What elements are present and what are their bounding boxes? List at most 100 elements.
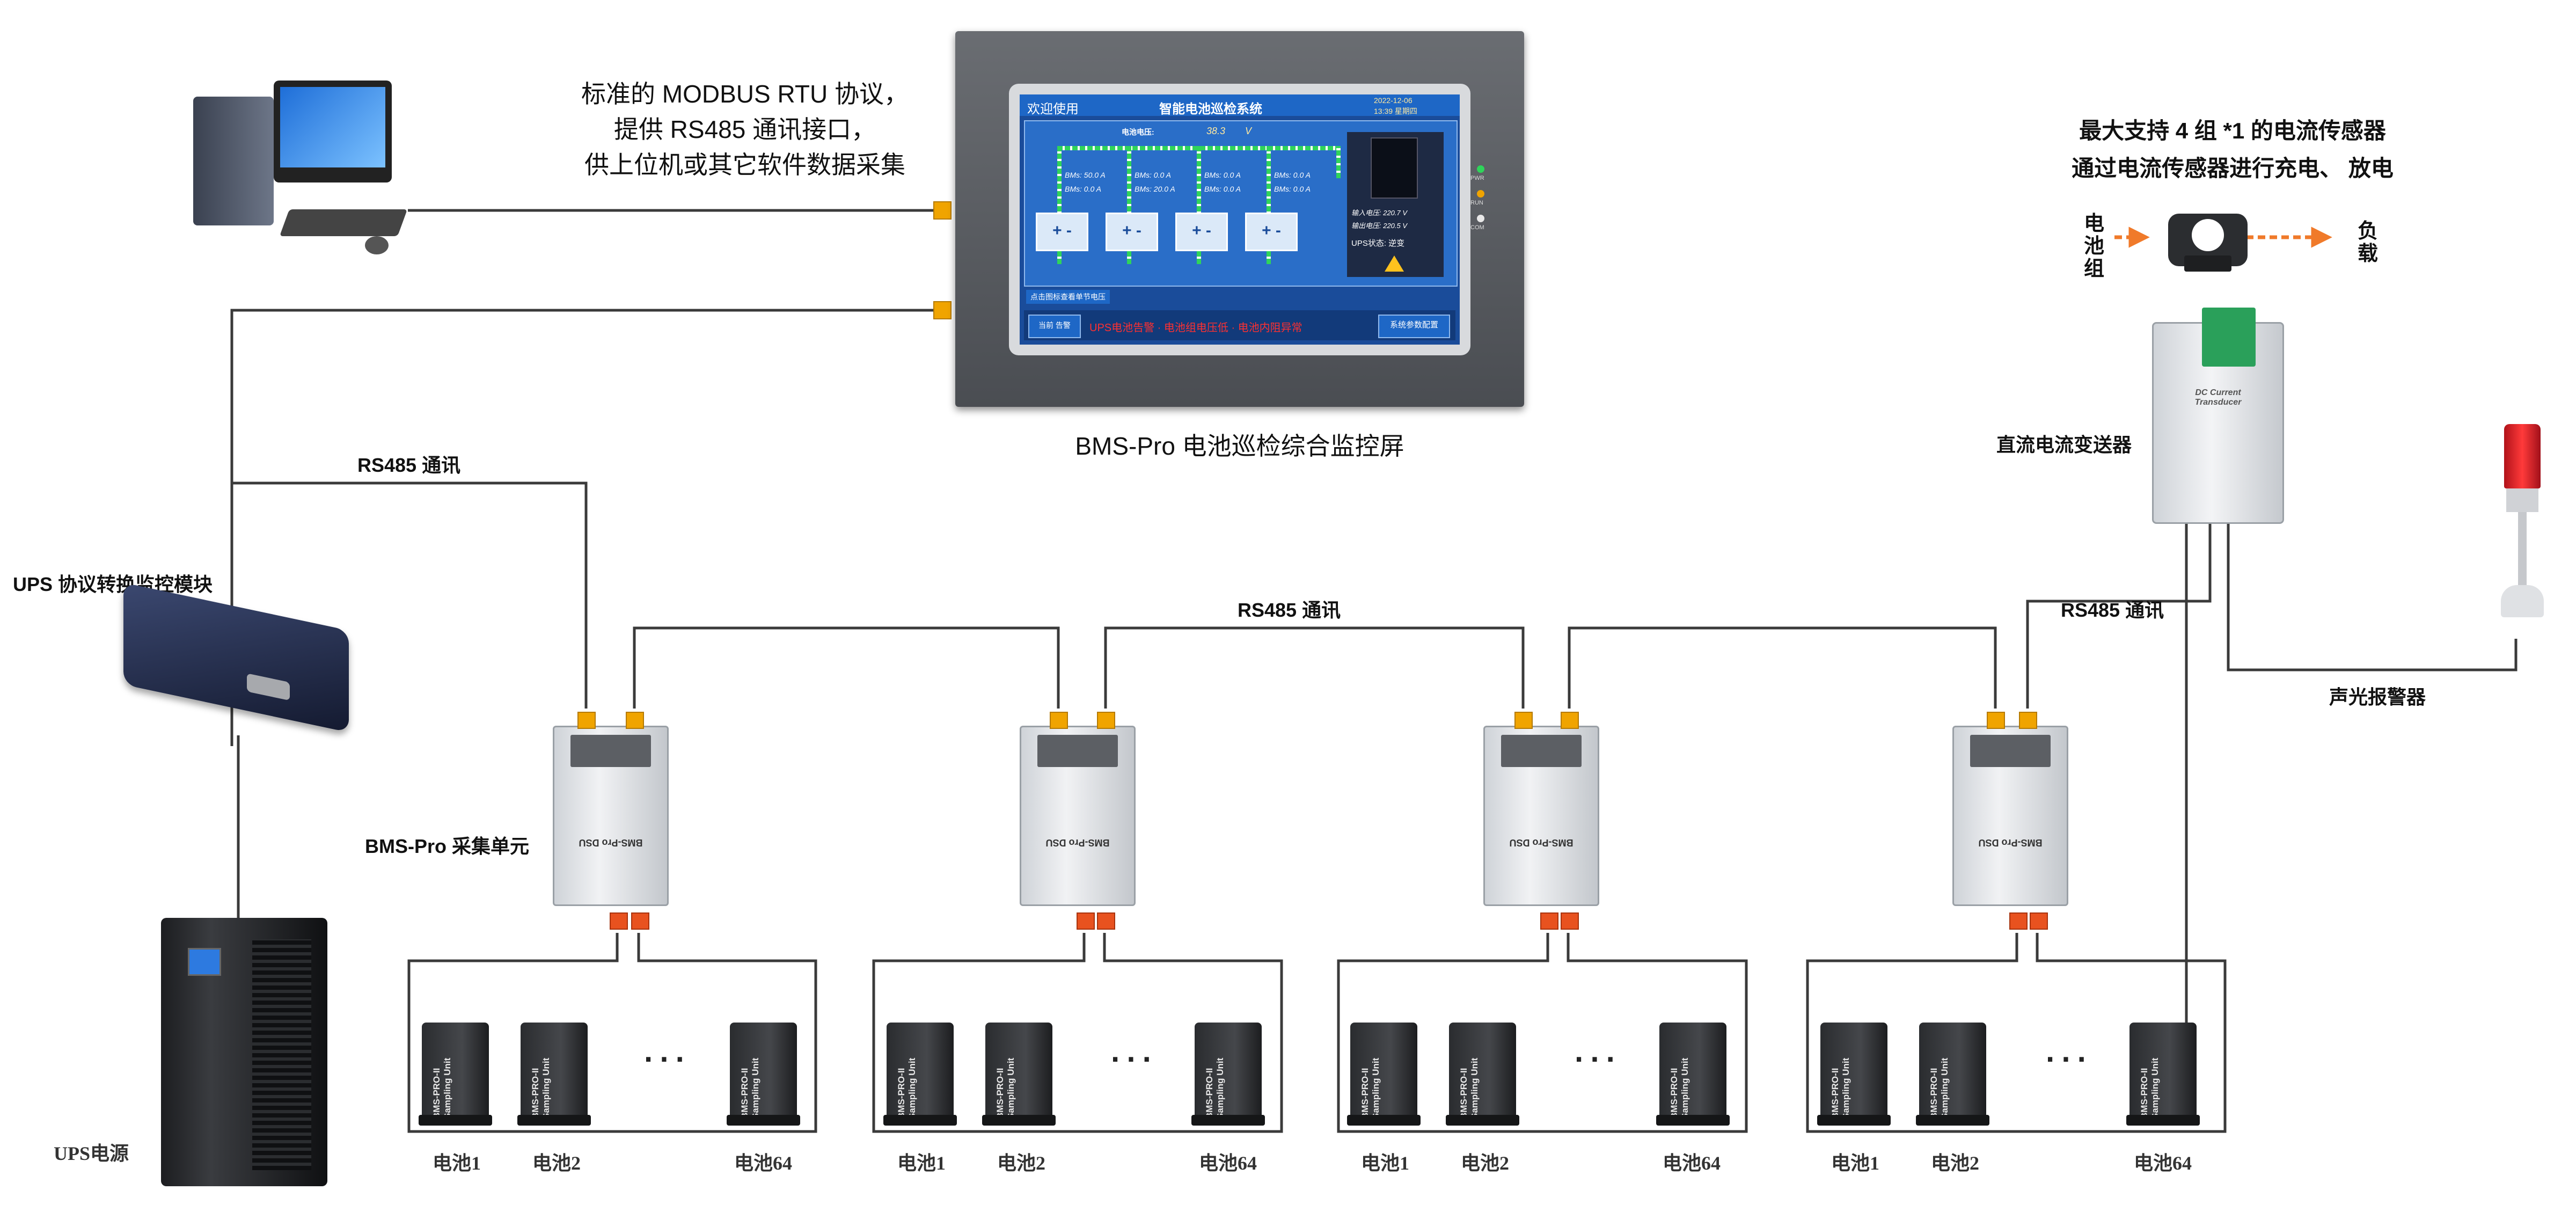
dsu-label: BMS-Pro DSU <box>1978 837 2043 848</box>
dsu2-port-d <box>1097 912 1115 930</box>
ups-power-unit <box>161 918 327 1186</box>
dsu3-port-a <box>1514 712 1533 729</box>
hmi-welcome: 欢迎使用 <box>1027 102 1079 116</box>
hmi-alarm-text: UPS电池告警 · 电池组电压低 · 电池内阻异常 <box>1089 322 1302 334</box>
bms-dsu-4: BMS-Pro DSU <box>1952 726 2068 906</box>
hmi-system-title: 智能电池巡检系统 <box>1159 102 1262 116</box>
alarm-label: 声光报警器 <box>2329 686 2426 708</box>
battery-label-g3-2: 电池2 <box>1461 1152 1510 1174</box>
dsu2-port-c <box>1077 912 1095 930</box>
sampler-g2-b2: BMS-PRO-II Sampling Unit <box>982 1023 1056 1126</box>
warning-icon <box>1385 255 1404 272</box>
battery-label-g2-2: 电池2 <box>997 1152 1046 1174</box>
battery-label-g1-2: 电池2 <box>532 1152 581 1174</box>
bms-dsu-3: BMS-Pro DSU <box>1483 726 1599 906</box>
battery-label-g2-64: 电池64 <box>1199 1152 1257 1174</box>
hmi-battery-cell-1[interactable]: + - <box>1036 213 1088 251</box>
hmi-led-run-label: RUN <box>1470 200 1483 206</box>
battery-label-g2-1: 电池1 <box>897 1152 946 1174</box>
current-title-line1: 最大支持 4 组 *1 的电流传感器 <box>2079 118 2386 143</box>
bms-dsu-2: BMS-Pro DSU <box>1020 726 1136 906</box>
hmi-group4-line2: BMs: 0.0 A <box>1274 185 1311 193</box>
battery-label-g3-64: 电池64 <box>1663 1152 1721 1174</box>
protocol-note-line1: 标准的 MODBUS RTU 协议， <box>581 80 909 108</box>
dsu3-port-d <box>1561 912 1579 930</box>
dsu4-port-c <box>2009 912 2028 930</box>
dsu-label: BMS-Pro DSU <box>1509 837 1574 848</box>
load-label: 负载 <box>2357 220 2378 265</box>
hmi-group1-line2: BMs: 0.0 A <box>1065 185 1101 193</box>
sampler-g2-b1: BMS-PRO-II Sampling Unit <box>883 1023 957 1126</box>
ellipsis-g3: ··· <box>1575 1042 1622 1077</box>
hmi-settings-button[interactable]: 系统参数配置 <box>1378 315 1450 338</box>
dsu4-port-a <box>1987 712 2005 729</box>
hmi-display: 欢迎使用 智能电池巡检系统 2022-12-06 13:39 星期四 电池电压:… <box>1020 94 1460 345</box>
hmi-ups-out: 输出电压: 220.5 V <box>1351 222 1408 230</box>
sampler-g1-b2: BMS-PRO-II Sampling Unit <box>517 1023 591 1126</box>
transmitter-text: DC Current Transducer <box>2194 388 2242 407</box>
bms-dsu-1: BMS-Pro DSU <box>553 726 669 906</box>
ups-power-label: UPS电源 <box>54 1143 129 1164</box>
hmi-voltage-unit: V <box>1245 126 1252 136</box>
hmi-caption: BMS-Pro 电池巡检综合监控屏 <box>1075 432 1404 460</box>
hmi-group4-line1: BMs: 0.0 A <box>1274 171 1311 179</box>
hmi-group1-line1: BMs: 50.0 A <box>1065 171 1106 179</box>
sampler-g1-b1: BMS-PRO-II Sampling Unit <box>419 1023 492 1126</box>
hmi-led-pwr-label: PWR <box>1470 175 1484 181</box>
ups-module-label: UPS 协议转换监控模块 <box>13 573 213 595</box>
dsu4-port-b <box>2019 712 2037 729</box>
battery-label-g3-1: 电池1 <box>1361 1152 1410 1174</box>
hmi-group3-line1: BMs: 0.0 A <box>1204 171 1241 179</box>
rs485-label-right: RS485 通讯 <box>2061 599 2164 621</box>
sampler-g4-b64: BMS-PRO-II Sampling Unit <box>2126 1023 2200 1126</box>
hmi-ups-state: UPS状态: 逆变 <box>1351 239 1405 248</box>
hmi-ups-in: 输入电压: 220.7 V <box>1351 209 1408 217</box>
sampler-g3-b1: BMS-PRO-II Sampling Unit <box>1347 1023 1421 1126</box>
hmi-ups-panel: 输入电压: 220.7 V 输出电压: 220.5 V UPS状态: 逆变 <box>1347 132 1444 277</box>
hmi-battery-cell-4[interactable]: + - <box>1245 213 1298 251</box>
hmi-group2-line2: BMs: 20.0 A <box>1135 185 1175 193</box>
hmi-led-com-label: COM <box>1470 224 1484 231</box>
db9-port-icon <box>247 673 290 701</box>
hmi-battery-cell-2[interactable]: + - <box>1106 213 1158 251</box>
hmi-date: 2022-12-06 <box>1374 96 1413 105</box>
computer-icon <box>193 81 419 263</box>
hmi-voltage-label: 电池电压: <box>1122 128 1154 136</box>
hmi-alarm-button[interactable]: 当前 告警 <box>1028 315 1081 338</box>
hmi-led-pwr <box>1477 165 1484 173</box>
dsu1-port-c <box>610 912 628 930</box>
hmi-alarm-label: 当前 告警 <box>1038 321 1071 330</box>
sampler-g3-b2: BMS-PRO-II Sampling Unit <box>1446 1023 1519 1126</box>
ups-icon <box>1371 137 1418 199</box>
sampler-g4-b1: BMS-PRO-II Sampling Unit <box>1817 1023 1891 1126</box>
ellipsis-g2: ··· <box>1111 1042 1158 1077</box>
rs485-label-middle: RS485 通讯 <box>1238 599 1341 621</box>
dsu2-port-a <box>1050 712 1068 729</box>
hmi-voltage-value: 38.3 <box>1206 126 1226 136</box>
sampler-g2-b64: BMS-PRO-II Sampling Unit <box>1191 1023 1265 1126</box>
ellipsis-g1: ··· <box>644 1042 691 1077</box>
battery-label-g1-1: 电池1 <box>433 1152 481 1174</box>
dsu3-port-b <box>1561 712 1579 729</box>
rs485-label-left: RS485 通讯 <box>357 454 461 476</box>
dsu2-port-b <box>1097 712 1115 729</box>
hmi-bottom-note: 点击图标查看单节电压 <box>1026 290 1110 304</box>
hmi-led-com <box>1477 215 1484 222</box>
hmi-battery-cell-3[interactable]: + - <box>1175 213 1228 251</box>
battery-group-label: 电池组 <box>2083 213 2104 280</box>
sampler-g3-b64: BMS-PRO-II Sampling Unit <box>1656 1023 1730 1126</box>
sampler-g1-b64: BMS-PRO-II Sampling Unit <box>727 1023 800 1126</box>
bms-unit-label: BMS-Pro 采集单元 <box>365 835 530 857</box>
hmi-monitor-screen: 欢迎使用 智能电池巡检系统 2022-12-06 13:39 星期四 电池电压:… <box>955 31 1524 407</box>
dsu1-port-a <box>577 712 596 729</box>
dsu4-port-d <box>2030 912 2048 930</box>
current-sensor-icon <box>2168 214 2248 272</box>
dsu-label: BMS-Pro DSU <box>579 837 643 848</box>
terminal-block-icon <box>2202 308 2256 367</box>
battery-label-g4-64: 电池64 <box>2134 1152 2192 1174</box>
dsu3-port-c <box>1540 912 1558 930</box>
alarm-light-icon <box>2501 424 2544 644</box>
transmitter-label: 直流电流变送器 <box>1996 434 2132 456</box>
hmi-group2-line1: BMs: 0.0 A <box>1135 171 1171 179</box>
